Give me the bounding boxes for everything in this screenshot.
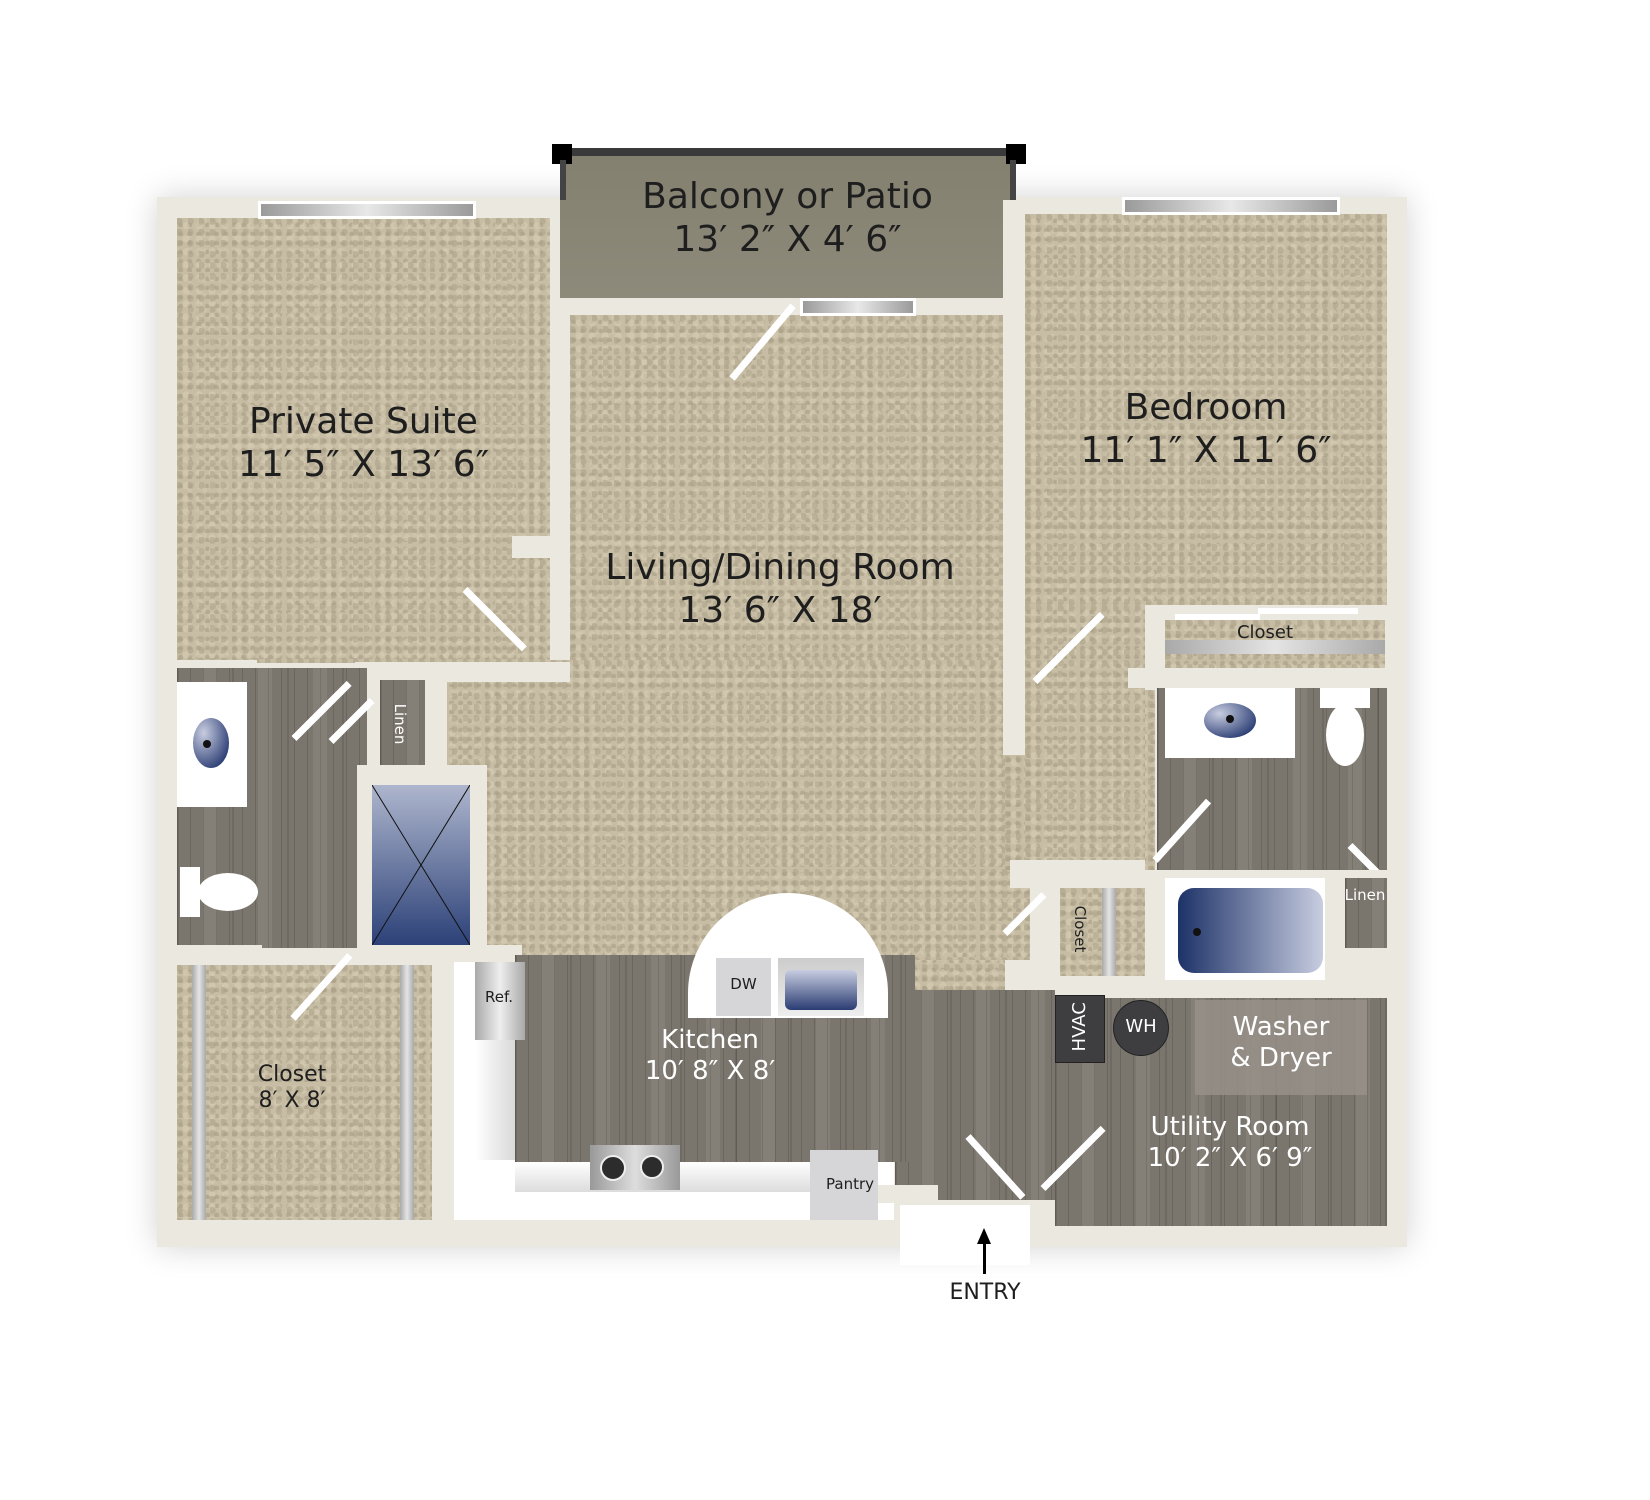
dishwasher <box>716 958 771 1016</box>
left-linen-label: Linen <box>391 703 409 745</box>
suite-closet-label: Closet 8′ X 8′ <box>257 1062 327 1114</box>
pantry-label: Pantry <box>826 1175 874 1193</box>
dishwasher-label: DW <box>730 975 757 993</box>
refrigerator <box>475 962 525 1040</box>
bathtub-icon <box>1178 888 1323 973</box>
hall-closet-label: Closet <box>1071 905 1089 953</box>
bedroom-closet-label: Closet <box>1236 622 1294 643</box>
living-label: Living/Dining Room 13′ 6″ X 18′ <box>605 547 955 632</box>
washer-dryer-label: Washer & Dryer <box>1230 1012 1332 1074</box>
bedroom-floor <box>1025 214 1387 609</box>
right-linen-label: Linen <box>1344 886 1386 904</box>
hvac-unit <box>1055 995 1105 1063</box>
left-linen <box>380 680 430 768</box>
water-heater-label: WH <box>1125 1016 1157 1037</box>
bedroom-label: Bedroom 11′ 1″ X 11′ 6″ <box>1080 387 1332 472</box>
entry-arrow-icon <box>983 1232 986 1274</box>
pantry <box>810 1150 878 1220</box>
bedroom-window <box>1122 197 1340 215</box>
water-heater <box>1113 1000 1169 1056</box>
balcony <box>560 150 1015 298</box>
left-toilet-tank <box>180 867 200 917</box>
refrigerator-label: Ref. <box>485 988 513 1006</box>
kitchen-sink-icon <box>785 970 857 1010</box>
kitchen-label: Kitchen 10′ 8″ X 8′ <box>644 1025 776 1087</box>
closet-rod <box>1165 640 1385 654</box>
hvac-label: HVAC <box>1069 1002 1091 1052</box>
burner-icon <box>600 1155 626 1181</box>
patio-door <box>800 298 916 316</box>
private-suite-label: Private Suite 11′ 5″ X 13′ 6″ <box>237 401 490 486</box>
balcony-label: Balcony or Patio 13′ 2″ X 4′ 6″ <box>642 176 933 261</box>
suite-window <box>258 201 476 219</box>
rail-post-left <box>552 144 572 164</box>
right-toilet-icon <box>1326 704 1364 766</box>
private-suite-floor <box>177 218 550 663</box>
washer-dryer <box>1195 1000 1367 1095</box>
right-toilet-tank <box>1320 688 1370 708</box>
entry-label: ENTRY <box>949 1280 1021 1305</box>
left-toilet-icon <box>198 873 258 911</box>
shower-x-icon <box>372 785 470 945</box>
rail-post-right <box>1006 144 1026 164</box>
balcony-rail <box>556 148 1018 156</box>
burner-icon <box>640 1155 664 1179</box>
utility-label: Utility Room 10′ 2″ X 6′ 9″ <box>1147 1112 1313 1174</box>
left-sink-icon <box>193 718 229 768</box>
